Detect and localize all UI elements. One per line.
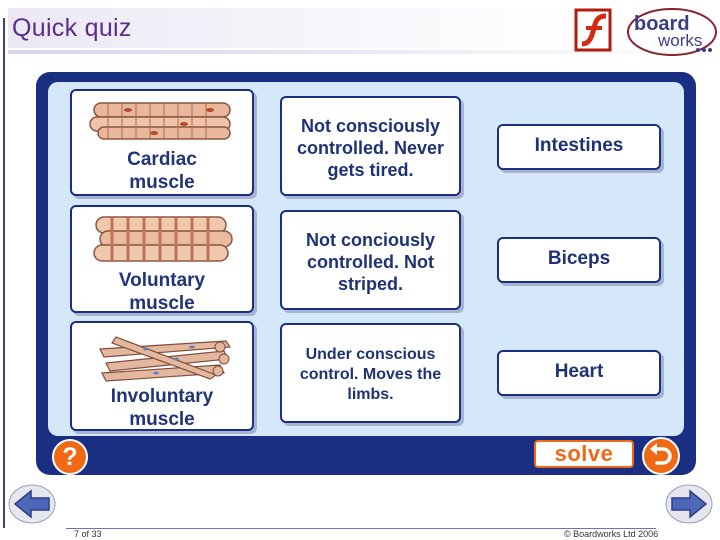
header-divider <box>8 50 712 54</box>
description-card-2[interactable]: Not conciously controlled. Not striped. <box>280 210 461 310</box>
description-1-line2: controlled. Never <box>296 138 445 158</box>
left-border-rule <box>3 18 5 528</box>
logo-board-text: board <box>634 13 690 35</box>
involuntary-muscle-label-line1: Involuntary <box>110 386 214 407</box>
header-bar <box>8 8 568 48</box>
involuntary-muscle-label-line2: muscle <box>129 409 195 430</box>
heart-label: Heart <box>554 361 604 382</box>
footer-divider <box>66 528 656 529</box>
intestines-label: Intestines <box>534 135 624 156</box>
undo-button[interactable] <box>642 437 680 475</box>
involuntary-muscle-card[interactable]: Involuntary muscle <box>70 321 254 431</box>
help-button[interactable]: ? <box>52 439 88 475</box>
cardiac-muscle-tissue-icon <box>89 102 231 140</box>
description-1-line1: Not consciously <box>300 116 441 136</box>
cardiac-muscle-label-line1: Cardiac <box>127 149 197 170</box>
left-arrow-icon <box>13 489 50 519</box>
previous-slide-button[interactable] <box>7 483 57 525</box>
description-2-line3: striped. <box>337 274 403 294</box>
description-3-line1: Under conscious <box>305 346 436 363</box>
page-title: Quick quiz <box>12 14 132 42</box>
voluntary-muscle-tissue-icon <box>93 216 233 262</box>
intestines-card[interactable]: Intestines <box>497 124 661 170</box>
description-card-1[interactable]: Not consciously controlled. Never gets t… <box>280 96 461 196</box>
biceps-label: Biceps <box>547 248 611 269</box>
voluntary-muscle-card[interactable]: Voluntary muscle <box>70 205 254 314</box>
voluntary-muscle-label-line2: muscle <box>129 293 195 314</box>
description-2-line1: Not conciously <box>305 230 435 250</box>
undo-arrow-icon <box>650 443 672 465</box>
biceps-card[interactable]: Biceps <box>497 237 661 283</box>
boardworks-logo: board works <box>627 8 717 56</box>
involuntary-muscle-tissue-icon <box>99 336 232 382</box>
description-3-line3: limbs. <box>347 386 394 403</box>
right-arrow-icon <box>671 489 708 519</box>
next-slide-button[interactable] <box>664 483 714 525</box>
description-card-3[interactable]: Under conscious control. Moves the limbs… <box>280 323 461 423</box>
description-2-line2: controlled. Not <box>307 252 434 272</box>
cardiac-muscle-card[interactable]: Cardiac muscle <box>70 89 254 196</box>
solve-button[interactable]: solve <box>534 440 634 468</box>
copyright-notice: © Boardworks Ltd 2006 <box>564 529 659 539</box>
flash-icon <box>574 8 612 52</box>
logo-works-text: works <box>657 31 702 50</box>
description-1-line3: gets tired. <box>327 160 414 180</box>
voluntary-muscle-label-line1: Voluntary <box>118 270 206 291</box>
heart-card[interactable]: Heart <box>497 350 661 396</box>
slide-counter: 7 of 33 <box>74 529 102 539</box>
cardiac-muscle-label-line2: muscle <box>129 172 195 193</box>
description-3-line2: control. Moves the <box>299 366 442 383</box>
